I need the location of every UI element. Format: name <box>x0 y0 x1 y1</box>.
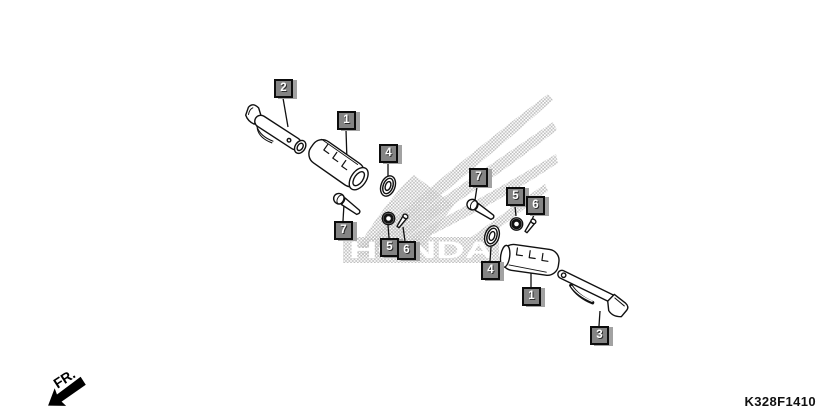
callout-number: 5 <box>386 240 393 253</box>
callout-number: 5 <box>512 189 519 202</box>
diagram-code: K328F1410 <box>744 394 816 409</box>
callout-number: 6 <box>403 243 410 256</box>
fr-arrow-icon <box>48 376 86 406</box>
part-7-bolt-left <box>332 192 361 216</box>
callout-number: 1 <box>528 289 535 302</box>
callout-part-1-right[interactable]: 1 <box>522 287 541 306</box>
callout-part-6-left[interactable]: 6 <box>397 241 416 260</box>
honda-wing-watermark: HONDA <box>343 94 558 264</box>
part-2-step-bar-left <box>245 104 307 155</box>
part-6-pin-right <box>524 218 537 234</box>
callout-number: 3 <box>596 328 603 341</box>
callout-part-4-left[interactable]: 4 <box>379 144 398 163</box>
part-4-washer-right <box>483 225 501 247</box>
callout-number: 1 <box>343 113 350 126</box>
callout-number: 2 <box>280 81 287 94</box>
part-3-step-bar-right <box>557 269 629 318</box>
callout-part-4-right[interactable]: 4 <box>481 261 500 280</box>
callout-number: 7 <box>475 170 482 183</box>
watermark-text-band <box>343 237 499 263</box>
part-1-step-rubber-left <box>308 138 369 191</box>
callout-number: 4 <box>487 263 494 276</box>
part-7-bolt-right <box>466 198 495 221</box>
watermark-wordmark: HONDA <box>349 237 493 264</box>
part-1-step-rubber-right <box>499 243 560 276</box>
callout-part-3[interactable]: 3 <box>590 326 609 345</box>
callout-part-6-right[interactable]: 6 <box>526 196 545 215</box>
callout-number: 4 <box>385 146 392 159</box>
callout-part-5-right[interactable]: 5 <box>506 187 525 206</box>
part-5-collar-left <box>381 211 396 226</box>
callout-part-7-left[interactable]: 7 <box>334 221 353 240</box>
callout-number: 6 <box>532 198 539 211</box>
part-5-collar-right <box>509 217 524 231</box>
callout-number: 7 <box>340 223 347 236</box>
callout-part-5-left[interactable]: 5 <box>380 238 399 257</box>
part-4-washer-left <box>379 175 397 197</box>
part-6-pin-left <box>396 213 409 229</box>
fr-direction-marker: FR. <box>48 366 86 406</box>
leader-lines <box>282 97 601 327</box>
callout-part-2[interactable]: 2 <box>274 79 293 98</box>
callout-part-7-right[interactable]: 7 <box>469 168 488 187</box>
callout-part-1-left[interactable]: 1 <box>337 111 356 130</box>
